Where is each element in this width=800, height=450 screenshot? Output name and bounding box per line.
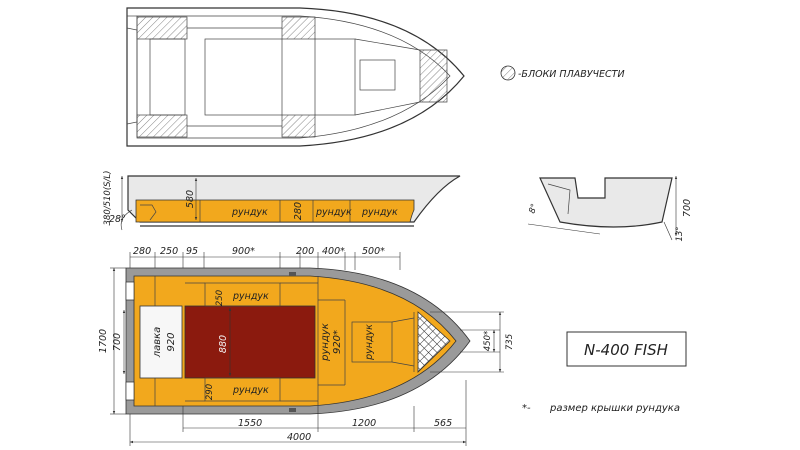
side-box-label: рундук: [231, 207, 268, 218]
footnote: *- размер крышки рундука: [522, 403, 680, 414]
bench-size: 920: [166, 332, 177, 351]
dim-total: 4000: [287, 432, 311, 443]
dim-280: 280: [133, 246, 151, 257]
dim-400: 400*: [322, 246, 345, 257]
side-inner-height: 580: [185, 190, 196, 208]
side-box-label: рундук: [315, 207, 352, 218]
footnote-mark: *-: [522, 403, 531, 414]
dim-95: 95: [186, 246, 198, 257]
bow-mesh: [417, 311, 451, 373]
bottom-dimensions: 1550 1200 565 4000: [129, 380, 467, 446]
box-bow-label: рундук: [364, 324, 375, 361]
model-title: N-400 FISH: [584, 341, 668, 359]
flotation-block: [136, 114, 188, 138]
box-top-size: 250: [215, 290, 225, 306]
title-box: N-400 FISH: [566, 331, 687, 367]
bow-dim-450: 450*: [483, 331, 493, 351]
side-seat-size: 280: [293, 202, 304, 220]
section-height: 700: [682, 199, 693, 217]
side-transom-angle: 28°: [109, 214, 126, 225]
bench-label: лавка: [152, 327, 163, 359]
dim-565: 565: [434, 418, 452, 429]
side-view: рундук рундук рундук 380/510(S/L) 580 28…: [103, 171, 461, 231]
dim-900: 900*: [232, 246, 255, 257]
flotation-block-bow: [419, 49, 448, 103]
top-dimensions: 280 250 95 900* 200 400* 500*: [129, 246, 401, 270]
hatch-legend-icon: [500, 65, 516, 81]
side-box-label: рундук: [361, 207, 398, 218]
dim-1200: 1200: [352, 418, 376, 429]
box-mid-size: 920*: [332, 330, 343, 354]
plan-width: 1700: [98, 329, 109, 353]
box-top-label: рундук: [232, 291, 269, 302]
bow-dim-735: 735: [505, 334, 515, 350]
dim-200: 200: [296, 246, 314, 257]
dim-1550: 1550: [238, 418, 262, 429]
legend: -БЛОКИ ПЛАВУЧЕСТИ: [500, 65, 625, 81]
plan-view: лавка 920 880 рундук 250 рундук 290 рунд…: [98, 267, 515, 415]
flotation-block: [136, 16, 188, 40]
legend-label: -БЛОКИ ПЛАВУЧЕСТИ: [518, 69, 625, 80]
dim-500: 500*: [362, 246, 385, 257]
floor-panel: [184, 305, 316, 379]
dim-250: 250: [160, 246, 178, 257]
top-hull-view: [126, 7, 465, 147]
side-height-label: 380/510(S/L): [103, 171, 113, 226]
section-view: 700 8° 13°: [527, 176, 693, 242]
box-mid-label: рундук: [320, 323, 331, 362]
footnote-text: размер крышки рундука: [549, 403, 680, 414]
section-deadrise-angle: 8°: [527, 203, 540, 216]
section-side-angle: 13°: [675, 226, 685, 241]
plan-transom-width: 700: [112, 333, 123, 351]
flotation-block: [281, 16, 316, 40]
flotation-block: [281, 114, 316, 138]
floor-size: 880: [218, 335, 229, 353]
box-bottom-size: 290: [205, 384, 215, 400]
bench: [139, 305, 183, 379]
box-bottom-label: рундук: [232, 385, 269, 396]
